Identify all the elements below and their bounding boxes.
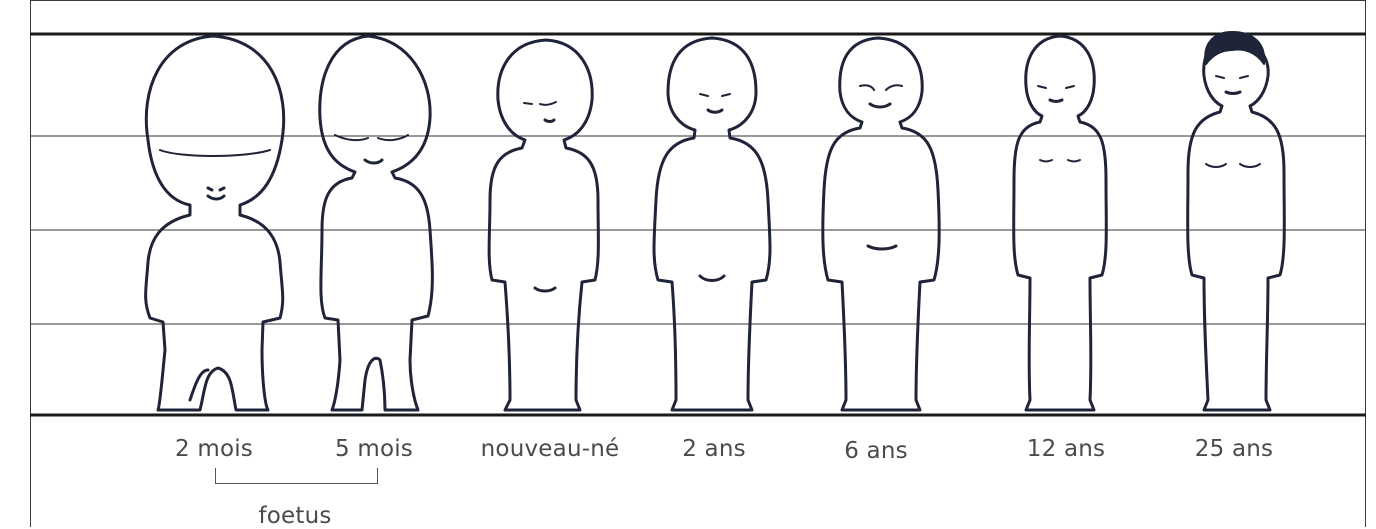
figure-12-ans	[1014, 36, 1107, 410]
figure-25-ans	[1188, 32, 1285, 410]
foetus-bracket	[215, 468, 378, 484]
stage-label-5-mois: 5 mois	[335, 436, 413, 462]
stage-label-12-ans: 12 ans	[1027, 436, 1105, 462]
group-label-foetus: foetus	[258, 503, 331, 529]
stage-label-2-mois: 2 mois	[175, 436, 253, 462]
figure-2-mois	[146, 36, 284, 410]
figure-6-ans	[823, 38, 939, 410]
stage-label-25-ans: 25 ans	[1195, 436, 1273, 462]
figure-5-mois	[320, 36, 433, 410]
stage-label-nouveau-ne: nouveau-né	[481, 436, 620, 462]
stage-label-2-ans: 2 ans	[682, 436, 746, 462]
stage-label-6-ans: 6 ans	[844, 438, 908, 464]
figure-2-ans	[654, 38, 770, 410]
hair-shape	[1205, 32, 1264, 64]
figure-nouveau-ne	[489, 40, 598, 410]
